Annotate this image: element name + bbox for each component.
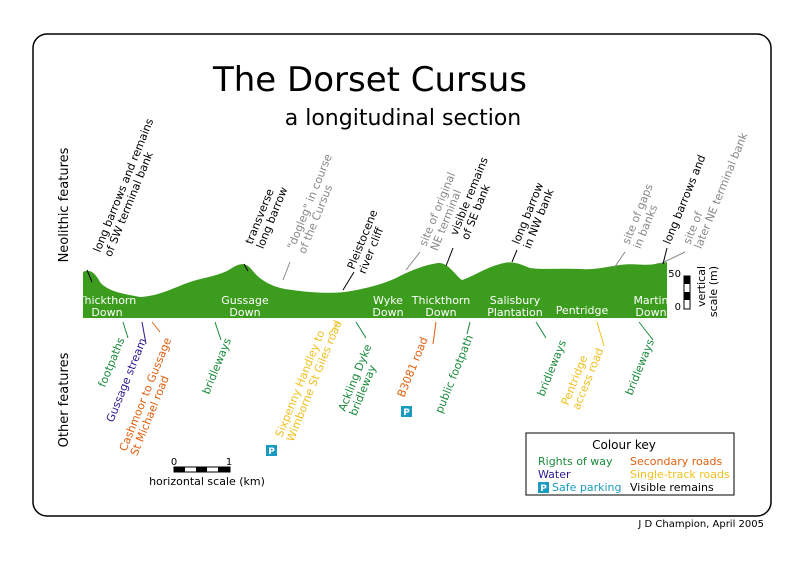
colour-key-label: Rights of way	[538, 455, 613, 468]
neolithic-feature-leader	[662, 247, 668, 265]
horizontal-scale-one: 1	[226, 457, 232, 468]
parking-icon-letter: P	[540, 484, 547, 494]
colour-key-label: Water	[538, 468, 571, 481]
horizontal-scale-segment	[174, 467, 185, 472]
ground-profile	[83, 262, 667, 318]
parking-icon-letter: P	[403, 408, 410, 418]
horizontal-scale-segment	[218, 467, 230, 472]
down-name-line: Plantation	[487, 306, 543, 319]
subtitle: a longitudinal section	[285, 106, 521, 131]
other-feature-leader	[535, 321, 547, 339]
vertical-scale-segment	[684, 292, 690, 300]
colour-key-label: Visible remains	[630, 481, 714, 494]
down-name-line: Gussage	[221, 294, 269, 307]
down-name-line: Martin	[633, 294, 668, 307]
neolithic-feature-leader	[445, 247, 454, 267]
down-name-line: Thickthorn	[77, 294, 137, 307]
credit: J D Champion, April 2005	[637, 519, 764, 530]
colour-key-label: Safe parking	[552, 481, 622, 494]
axis-label-top: Neolithic features	[57, 147, 72, 262]
horizontal-scale-label: horizontal scale (km)	[149, 475, 265, 488]
axis-label-bottom: Other features	[57, 352, 72, 447]
down-name-line: Thickthorn	[411, 294, 471, 307]
diagram-border	[32, 33, 772, 517]
colour-key-box	[525, 432, 735, 496]
other-feature-leader	[214, 321, 222, 341]
down-name-line: Down	[635, 306, 666, 319]
horizontal-scale-zero: 0	[171, 457, 177, 468]
title: The Dorset Cursus	[212, 60, 527, 100]
neolithic-feature-leader	[243, 263, 249, 272]
vertical-scale-top: 50	[668, 269, 681, 280]
down-name-line: Pentridge	[556, 304, 609, 317]
other-feature-leader	[328, 321, 340, 335]
neolithic-feature-leader	[282, 261, 291, 281]
other-feature-leader	[141, 321, 147, 345]
neolithic-feature-leader	[613, 251, 626, 269]
down-name-line: Down	[372, 306, 403, 319]
vertical-scale: 50 0 verticalscale (m)	[668, 266, 720, 317]
down-name: Pentridge	[556, 304, 609, 317]
colour-key-title: Colour key	[592, 438, 656, 452]
other-feature-leader	[432, 321, 437, 345]
horizontal-scale-segment	[196, 467, 207, 472]
parking-icon-letter: P	[268, 447, 275, 457]
vertical-scale-label: verticalscale (m)	[695, 266, 720, 317]
parking-icon: P	[538, 482, 549, 494]
neolithic-feature-leader	[405, 251, 421, 271]
neolithic-feature-leader	[86, 269, 93, 283]
other-feature-leader	[638, 321, 654, 341]
down-name-line: Salisbury	[490, 294, 541, 307]
other-feature-leader	[596, 321, 605, 347]
horizontal-scale: 0 1 horizontal scale (km)	[149, 457, 265, 488]
down-name-line: Down	[91, 306, 122, 319]
down-name-line: Down	[425, 306, 456, 319]
down-name-line: Down	[229, 306, 260, 319]
vertical-scale-segment	[684, 276, 690, 284]
other-feature-leader	[355, 321, 367, 339]
neolithic-feature-leader	[659, 251, 686, 265]
down-name-line: Wyke	[373, 294, 403, 307]
parking-icon: P	[401, 406, 412, 418]
colour-key-label: Secondary roads	[630, 455, 722, 468]
other-feature-leader	[122, 321, 129, 339]
colour-key: Colour key Rights of way Secondary roadsW…	[525, 432, 735, 496]
neolithic-feature-leader	[342, 271, 355, 291]
other-feature-leader	[151, 321, 161, 333]
vertical-scale-label-line-1: vertical	[695, 266, 708, 307]
colour-key-label: Single-track roads	[630, 468, 730, 481]
parking-icon-bg	[266, 445, 277, 456]
parking-icon-bg	[401, 406, 412, 417]
vertical-scale-bottom: 0	[675, 302, 681, 313]
parking-icon: P	[266, 445, 277, 457]
other-feature-leader	[466, 321, 471, 335]
parking-icon-bg	[538, 482, 549, 493]
vertical-scale-label-line-2: scale (m)	[707, 266, 720, 317]
neolithic-feature-leader	[511, 249, 518, 263]
